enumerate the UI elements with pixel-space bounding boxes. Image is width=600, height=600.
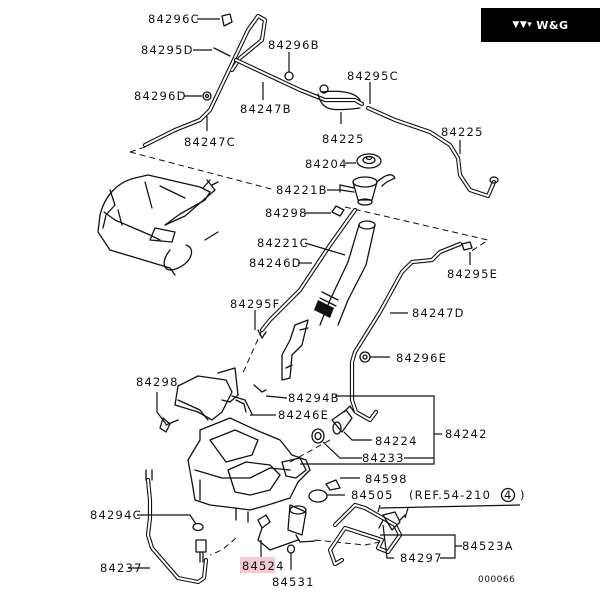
leader-lines xyxy=(128,18,521,570)
reference-close: ) xyxy=(520,488,526,502)
hose-84225-joint xyxy=(317,84,361,111)
nozzle-84297 xyxy=(377,504,409,531)
filler-neck-84221B xyxy=(339,174,396,206)
label-84295F[interactable]: 84295F xyxy=(230,297,280,311)
washer-level-sensor xyxy=(195,539,207,563)
hose-84225-right xyxy=(365,105,499,199)
clip-84295E xyxy=(461,241,473,251)
label-84294C[interactable]: 84294C xyxy=(90,508,142,522)
reference-number: 4 xyxy=(504,488,511,502)
logo-text: W&G xyxy=(536,18,569,32)
reference-note: (REF.54-210 xyxy=(409,488,491,502)
label-84598[interactable]: 84598 xyxy=(365,472,408,486)
label-84221B[interactable]: 84221B xyxy=(276,183,328,197)
diagram-code: 000066 xyxy=(478,575,515,585)
pump-motor-84524 xyxy=(257,504,316,551)
grommet-84531 xyxy=(286,544,296,554)
label-84233[interactable]: 84233 xyxy=(362,451,405,465)
label-84225-right[interactable]: 84225 xyxy=(441,125,484,139)
label-84505[interactable]: 84505 xyxy=(351,488,394,502)
neck-bracket xyxy=(281,319,309,381)
logo-mark-icon: ▼▼▾ xyxy=(512,20,533,30)
label-84247B[interactable]: 84247B xyxy=(240,102,292,116)
label-84295E[interactable]: 84295E xyxy=(447,267,498,281)
sensor-84294B xyxy=(253,384,267,393)
vehicle-front-outline xyxy=(97,174,219,276)
label-84247C[interactable]: 84247C xyxy=(184,135,236,149)
part-labels: 84296C 84295D 84296B 84296D 84247B 84295… xyxy=(90,12,526,589)
clip-84296D xyxy=(202,91,212,101)
brand-logo: ▼▼▾ W&G xyxy=(481,8,600,42)
grommet-84233 xyxy=(311,428,325,444)
hose-84247C xyxy=(142,13,268,148)
label-84295C[interactable]: 84295C xyxy=(347,69,399,83)
label-84531[interactable]: 84531 xyxy=(272,575,315,589)
harness-84237 xyxy=(145,469,209,585)
reference-circle xyxy=(500,487,516,503)
clip-84295D xyxy=(213,47,231,57)
clamp-84505 xyxy=(308,489,328,503)
label-84247D[interactable]: 84247D xyxy=(412,306,465,320)
hose-assembly-84523A xyxy=(327,502,403,567)
label-84298-lower[interactable]: 84298 xyxy=(136,375,179,389)
label-84204[interactable]: 84204 xyxy=(305,157,348,171)
label-84297[interactable]: 84297 xyxy=(400,551,443,565)
highlight-84524 xyxy=(240,557,275,573)
label-84295D[interactable]: 84295D xyxy=(141,43,194,57)
hose-84247D xyxy=(349,241,463,423)
clip-84296E xyxy=(359,351,371,363)
label-84246D[interactable]: 84246D xyxy=(249,256,302,270)
label-84296D[interactable]: 84296D xyxy=(134,89,187,103)
label-84296B[interactable]: 84296B xyxy=(268,38,320,52)
label-84298-upper[interactable]: 84298 xyxy=(265,206,308,220)
label-84224[interactable]: 84224 xyxy=(375,434,418,448)
label-84524[interactable]: 84524 xyxy=(242,559,285,573)
bracket-84295F xyxy=(257,329,267,339)
label-84242[interactable]: 84242 xyxy=(445,427,488,441)
label-84221C[interactable]: 84221C xyxy=(257,236,309,250)
screw-84598 xyxy=(325,479,341,491)
clamp-84298-upper xyxy=(331,205,345,217)
label-84246E[interactable]: 84246E xyxy=(278,408,329,422)
hose-84246D xyxy=(259,207,358,333)
label-84237[interactable]: 84237 xyxy=(100,561,143,575)
hose-84247B xyxy=(233,57,365,107)
label-84296C[interactable]: 84296C xyxy=(148,12,200,26)
clip-84296B xyxy=(284,71,294,81)
grommet-84294C xyxy=(192,522,204,532)
label-84523A[interactable]: 84523A xyxy=(462,539,514,553)
cap-84204 xyxy=(356,153,382,169)
reservoir-tank-84242 xyxy=(174,367,311,523)
hose-84246E xyxy=(231,395,253,415)
label-84225-center[interactable]: 84225 xyxy=(322,132,365,146)
label-84296E[interactable]: 84296E xyxy=(396,351,447,365)
pump-84224 xyxy=(331,405,355,435)
label-84294B[interactable]: 84294B xyxy=(288,391,340,405)
bolt-84298-lower xyxy=(159,417,179,433)
hose-84221C xyxy=(314,220,376,326)
clip-84296C xyxy=(221,13,233,27)
